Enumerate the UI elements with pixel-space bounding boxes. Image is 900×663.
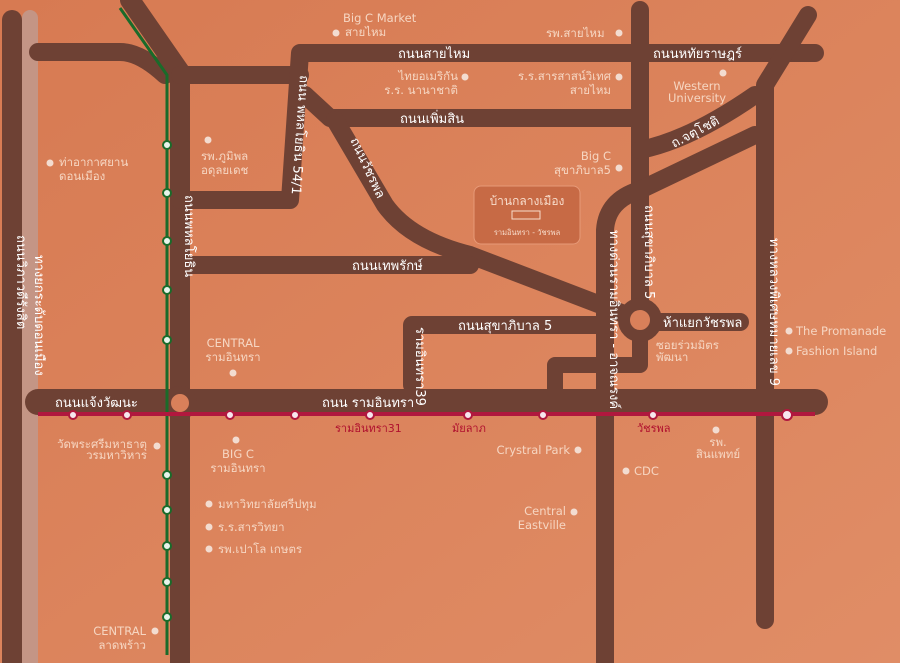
road-label-thepharak: ถนนเทพรักษ์ — [352, 258, 423, 274]
poi-thai-american: ไทยอเมริกันร.ร. นานาชาติ — [384, 69, 458, 97]
project-marker[interactable]: บ้านกลางเมือง รามอินทรา - วัชรพล — [473, 185, 581, 245]
poi-sarawittaya-school: ร.ร.สารวิทยา — [218, 520, 285, 534]
poi-sarasas: ร.ร.สารสาสน์วิเทศสายไหม — [518, 69, 612, 97]
poi-fashion-island: Fashion Island — [796, 344, 877, 358]
green-line-stations — [162, 140, 172, 622]
poi-cdc: CDC — [634, 464, 659, 478]
station-label-mayalap: มัยลาภ — [452, 422, 486, 435]
road-label-phahon: ถนนพหลโยธิน — [181, 195, 197, 277]
poi-synphaet-hospital: รพ.สินแพทย์ — [696, 435, 740, 461]
road-label-saimai: ถนนสายไหม — [398, 46, 470, 62]
road-network — [25, 0, 828, 663]
road-label-tollway: ทางยกระดับดอนเมือง — [31, 255, 47, 376]
road-label-chaengwattana: ถนนแจ้งวัฒนะ — [55, 396, 138, 411]
poi-donmueang-airport: ท่าอากาศยานดอนเมือง — [59, 155, 128, 183]
poi-crystal-park: Crystral Park — [496, 443, 570, 457]
poi-wat-phra-si: วัดพระศรีมหาธาตุวรมหาวิหาร — [57, 437, 147, 462]
project-subtitle: รามอินทรา - วัชรพล — [494, 228, 560, 237]
poi-promenade: The Promanade — [795, 324, 886, 338]
poi-bhumibol-hospital: รพ.ภูมิพลอดุลยเดช — [201, 149, 249, 177]
road-label-ramintra39: รามอินทรา39 — [412, 327, 427, 406]
building-icon — [511, 210, 541, 220]
road-label-sukhapiban5-h: ถนนสุขาภิบาล 5 — [458, 319, 552, 334]
roundabout-hayaek — [618, 298, 662, 342]
road-label-ramintra-atnarong: ทางด่วนรามอินทรา - อาจณรงค์ — [606, 230, 622, 409]
poi-sripatum-university: มหาวิทยาลัยศรีปทุม — [218, 497, 317, 511]
road-label-ramintra: ถนน รามอินทรา — [322, 396, 414, 411]
pink-line-stations — [68, 409, 793, 421]
road-label-phermsin: ถนนเพิ่มสิน — [400, 110, 464, 127]
road-label-motorway9: ทางหลวงพิเศษหมายเลข 9 — [766, 238, 781, 386]
road-label-sukhapiban5-v: ถนนสุขาภิบาล 5 — [641, 205, 656, 299]
poi-paolo-kaset-hospital: รพ.เปาโล เกษตร — [218, 542, 302, 556]
project-name: บ้านกลางเมือง — [490, 194, 565, 208]
station-label-ramintra31: รามอินทรา31 — [335, 422, 402, 435]
station-label-watcharapol: วัชรพล — [637, 422, 671, 435]
poi-soi-ruammit: ซอยร่วมมิตรพัฒนา — [656, 338, 719, 364]
road-label-hathai: ถนนหทัยราษฎร์ — [653, 46, 742, 62]
poi-saimai-hospital: รพ.สายไหม — [546, 26, 605, 40]
green-line — [118, 7, 169, 655]
road-label-vibhavadi: ถนนวิภาวดีรังสิต — [13, 235, 29, 329]
road-label-hayaek: ห้าแยกวัชรพล — [663, 316, 742, 331]
